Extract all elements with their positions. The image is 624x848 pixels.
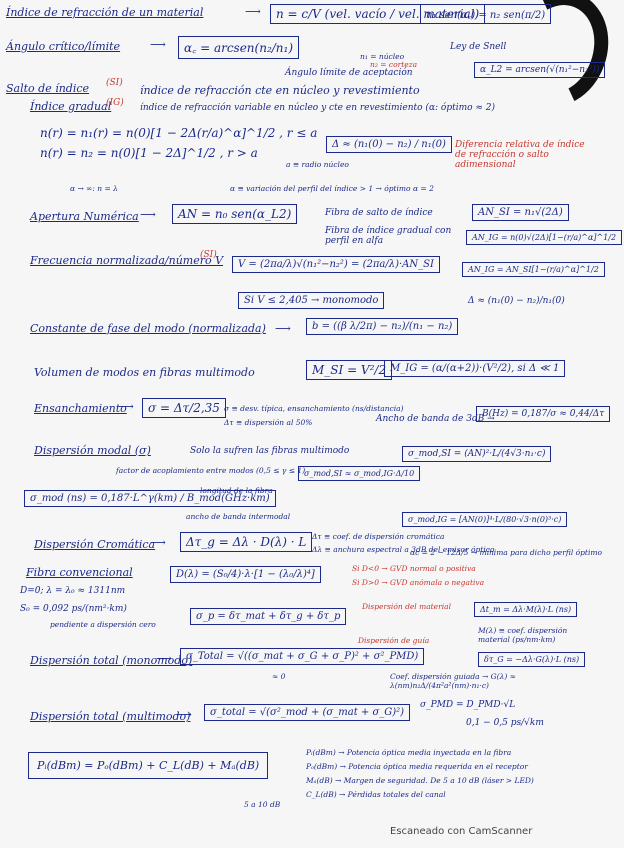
label-si-fiber: Fibra de salto de índice <box>325 208 433 218</box>
note-coef-chromatic: Δτ ≡ coef. de dispersión cromática <box>312 532 445 541</box>
formula-sigma-mod: σ_mod (ns) = 0,187·L^γ(km) / B_mod(GHz·k… <box>24 490 276 507</box>
desc-delta: Diferencia relativa de índice de refracc… <box>455 140 585 170</box>
formula-profile-cladding: n(r) = n₂ = n(0)[1 − 2Δ]^1/2 , r > a <box>40 146 258 160</box>
title-chromatic-dispersion: Dispersión Cromática <box>34 538 156 551</box>
formula-power-budget: Pᵢ(dBm) = Pₒ(dBm) + C_L(dB) + Mₐ(dB) <box>28 752 269 779</box>
label-n2: n₂ = corteza <box>370 60 418 69</box>
title-modal-dispersion: Dispersión modal (σ) <box>34 444 151 457</box>
formula-pmd: σ_PMD = D_PMD·√L <box>420 700 516 710</box>
note-coupling-factor: factor de acoplamiento entre modos (0,5 … <box>116 466 306 475</box>
note-gvd-anomalous: Si D>0 → GVD anómala o negativa <box>352 578 485 587</box>
note-alpha-profile: α ≡ variación del perfil del índice > 1 … <box>230 184 434 193</box>
note-snell: Ley de Snell <box>450 42 507 52</box>
title-mode-volume: Volumen de modos en fibras multimodo <box>34 366 255 379</box>
title-spreading: Ensanchamiento <box>34 402 127 415</box>
formula-total-dispersion-mono: σ_Total = √((σ_mat + σ_G + σ_P)² + σ²_PM… <box>180 648 425 665</box>
note-pi: Pᵢ(dBm) → Potencia óptica media inyectad… <box>306 748 512 757</box>
formula-an-ig-alt: AN_IG = AN_SI[1−(r/a)^α]^1/2 <box>462 262 605 277</box>
label-sigma: σ ≡ desv. típica, ensanchamiento (ns/dis… <box>224 404 404 413</box>
title-critical-angle: Ángulo crítico/límite <box>6 40 121 53</box>
formula-chromatic-dispersion: Δτ_g = Δλ · D(λ) · L <box>180 532 313 552</box>
arrow: ⟶ <box>118 400 134 413</box>
label-radius: a ≡ radio núcleo <box>286 160 349 169</box>
title-graded-index: Índice gradual <box>30 100 112 113</box>
arrow: ⟶ <box>150 38 166 51</box>
tag-si: (SI) <box>106 78 123 88</box>
formula-spreading: σ = Δτ/2,35 <box>142 398 226 418</box>
note-gvd-normal: Si D<0 → GVD normal o positiva <box>352 564 476 573</box>
note-optimal-alpha: αc = 2 − 12Δ/5 → mínima para dicho perfi… <box>410 548 602 557</box>
note-cl: C_L(dB) → Pérdidas totales del canal <box>306 790 446 799</box>
arrow: ⟶ <box>176 708 192 721</box>
formula-total-dispersion-multi: σ_total = √(σ²_mod + (σ_mat + σ_G)²) <box>204 704 411 721</box>
arrow: ⟶ <box>156 652 172 665</box>
note-alpha-infinite: α → ∞: n = λ <box>70 184 118 193</box>
title-normalized-frequency: Frecuencia normalizada/número V <box>30 254 224 267</box>
formula-sigma-mod-si: σ_mod,SI = (AN)²·L/(4√3·n₁·c) <box>402 446 552 462</box>
arrow: ⟶ <box>245 5 261 18</box>
formula-guide-coef: Coef. dispersión guiada → G(λ) ≈ λ(nm)n₂… <box>390 672 516 690</box>
arrow: ⟶ <box>275 322 291 335</box>
note-acceptance-angle: Ángulo límite de aceptación <box>285 68 413 78</box>
formula-an-si: AN_SI = n₁√(2Δ) <box>472 204 569 221</box>
formula-guide-dispersion: δτ_G = −Δλ·G(λ)·L (ns) <box>478 652 586 667</box>
note-margin-range: 5 a 10 dB <box>244 800 281 809</box>
label-ig-fiber: Fibra de índice gradual con perfil en al… <box>325 226 452 246</box>
formula-m-si: M_SI = V²/2 <box>306 360 393 380</box>
formula-delta: Δ ≈ (n₁(0) − n₂) / n₁(0) <box>326 136 452 153</box>
formula-an-ig: AN_IG = n(0)√(2Δ)[1−(r/a)^α]^1/2 <box>466 230 623 245</box>
note-material-coef: M(λ) ≡ coef. dispersión material (ps/nm·… <box>478 626 568 644</box>
desc-graded-index: índice de refracción variable en núcleo … <box>140 103 496 113</box>
note-zero-slope: pendiente a dispersión cero <box>50 620 156 629</box>
formula-sigma-mod-ig: σ_mod,IG = [AN(0)]⁴·L/(80·√3·n(0)³·c) <box>402 512 568 527</box>
arrow: ⟶ <box>140 208 156 221</box>
formula-material-dispersion: Δt_m = Δλ·M(λ)·L (ns) <box>474 602 578 617</box>
value-s0: S₀ = 0,092 ps/(nm²·km) <box>20 604 127 614</box>
title-total-dispersion-mono: Dispersión total (monomodo) <box>30 654 193 667</box>
formula-m-ig: M_IG = (α/(α+2))·(V²/2), si Δ ≪ 1 <box>384 360 566 377</box>
tag-ig: (IG) <box>106 98 124 108</box>
note-po: Pₒ(dBm) → Potencia óptica media requerid… <box>306 762 528 771</box>
formula-snell: n₁ sen(α꜀) = n₂ sen(π/2) <box>420 4 552 24</box>
label-material-dispersion: Dispersión del material <box>362 602 451 611</box>
formula-sigma-p: σ_p = δτ_mat + δτ_g + δτ_p <box>190 608 347 625</box>
title-total-dispersion-multi: Dispersión total (multimodo) <box>30 710 191 723</box>
formula-bandwidth: B(Hz) = 0,187/σ ≈ 0,44/Δτ <box>476 406 611 422</box>
formula-profile-core: n(r) = n₁(r) = n(0)[1 − 2Δ(r/a)^α]^1/2 ,… <box>40 126 318 140</box>
formula-phase-constant: b = ((β λ/2π) − n₂)/(n₁ − n₂) <box>306 318 459 335</box>
formula-d-lambda: D(λ) = (S₀/4)·λ·[1 − (λ₀/λ)⁴] <box>170 566 321 583</box>
formula-acceptance-angle: α_L2 = arcsen(√(n₁²−n₂²)) <box>474 62 606 78</box>
note-zero-dispersion: D=0; λ = λ₀ ≈ 1311nm <box>20 586 126 596</box>
formula-refraction-index: n = c/V (vel. vacío / vel. material) <box>270 4 486 24</box>
value-pmd: 0,1 − 0,5 ps/√km <box>466 718 544 728</box>
tag-si-v: (SI) <box>200 250 217 260</box>
label-guide-dispersion: Dispersión de guía <box>358 636 430 645</box>
title-refraction-index: Índice de refracción de un material <box>6 6 204 19</box>
formula-critical-angle: α꜀ = arcsen(n₂/n₁) <box>178 36 300 59</box>
title-conventional-fiber: Fibra convencional <box>26 566 133 579</box>
title-phase-constant: Constante de fase del modo (normalizada) <box>30 322 266 335</box>
formula-v-number: V = (2πa/λ)√(n₁²−n₂²) = (2πa/λ)·AN_SI <box>232 256 440 273</box>
note-spectral-width: Δλ ≡ anchura espectral a 3dB del emisor … <box>312 545 495 554</box>
note-intermodal-bandwidth: ancho de banda intermodal <box>186 512 291 521</box>
note-approx-zero: ≈ 0 <box>272 672 286 681</box>
note-multimode-only: Solo la sufren las fibras multimodo <box>190 446 350 456</box>
title-numerical-aperture: Apertura Numérica <box>30 210 139 223</box>
label-delta-tau: Δτ ≡ dispersión al 50% <box>224 418 313 427</box>
desc-step-index: índice de refracción cte en núcleo y rev… <box>140 84 420 97</box>
arrow: ⟶ <box>150 536 166 549</box>
formula-numerical-aperture: AN = n₀ sen(α_L2) <box>172 204 298 224</box>
note-ma: Mₐ(dB) → Margen de seguridad. De 5 a 10 … <box>306 776 534 785</box>
condition-monomode: Si V ≤ 2,405 → monomodo <box>238 292 385 309</box>
formula-delta-alt: Δ ≈ (n₁(0) − n₂)/n₁(0) <box>468 296 565 306</box>
label-bandwidth: Ancho de banda de 3dB → <box>376 414 495 424</box>
scanner-watermark: Escaneado con CamScanner <box>390 826 533 837</box>
title-step-index: Salto de índice <box>6 82 90 95</box>
label-n1: n₁ = núcleo <box>360 52 405 61</box>
formula-sigma-ratio: σ_mod,SI ≈ σ_mod,IG·Δ/10 <box>298 466 421 481</box>
